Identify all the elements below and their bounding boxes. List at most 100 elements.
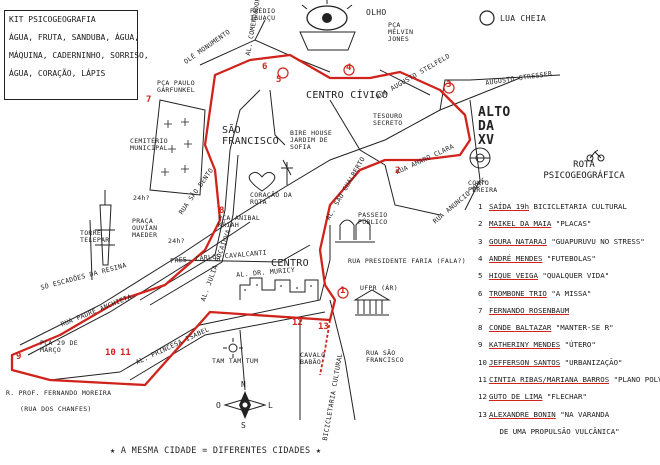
label-centro-civico: CENTRO CÍVICO (306, 90, 389, 101)
legend-item-number: 8 (478, 323, 483, 333)
route-number: 9 (16, 352, 22, 362)
kit-title: KIT PSICOGEOGRAFIA (9, 15, 96, 24)
route-number: 12 (292, 318, 303, 328)
legend-item-desc: "NA VARANDA (560, 409, 610, 419)
route-number: 4 (346, 63, 352, 73)
moon-icon (479, 10, 495, 26)
label-24h-a: 24h? (133, 194, 150, 202)
label-predio: PRÉDIO IGUAÇU (250, 7, 276, 22)
legend-item-desc: "ÚTERO" (564, 340, 596, 350)
legend-item-desc: "A MISSA" (551, 288, 592, 298)
skyline-icon (239, 277, 319, 300)
label-fernando: R. PROF. FERNANDO MOREIRA (6, 389, 112, 397)
kit-line: ÁGUA, FRUTA, SANDUBA, ÁGUA, (9, 33, 140, 42)
legend-item-number: 3 (478, 236, 483, 246)
label-lua: LUA CHEIA (500, 14, 547, 23)
label-melvin: PÇA MELVIN JONES (388, 21, 414, 43)
ufpr-icon (353, 289, 391, 316)
label-paulo: PÇA PAULO GARFUNKEL (157, 79, 195, 94)
legend-item-number: 12 (478, 392, 487, 402)
legend-item-desc: "URBANIZAÇÃO" (564, 357, 623, 367)
heart-icon (248, 171, 276, 192)
legend-item-number: 6 (478, 288, 483, 298)
route-spur (319, 319, 331, 376)
label-rua-sao-francisco: RUA SÃO FRANCISCO (366, 349, 404, 364)
legend-item-desc: "GUAPURUVU NO STRESS" (551, 236, 645, 246)
label-torre: TORRE TELEPAR (80, 229, 110, 244)
legend-item-desc: BICICLETARIA CULTURAL (533, 202, 627, 211)
label-praca-ouvian: PRAÇA OUVIAN MAEDER (132, 217, 158, 239)
route-number: 3 (446, 80, 452, 90)
label-bosque: BIRE HOUSE JARDIM DE SOFIA (290, 129, 333, 151)
legend-item-name: KATHERINY MENDES (489, 340, 561, 350)
label-ufpr: UFPR (ÁR) (360, 284, 398, 292)
legend-item-desc: "QUALQUER VIDA" (542, 271, 610, 281)
label-olho: OLHO (366, 8, 387, 17)
legend-item-desc: "FUTEBOLAS" (546, 253, 596, 263)
bicycle-icon (586, 149, 605, 162)
legend-item-name: GOURA NATARAJ (489, 236, 547, 246)
compass-l: L (268, 401, 274, 410)
route-number: 5 (276, 75, 282, 85)
legend-item-name: JEFFERSON SANTOS (489, 357, 561, 367)
legend-item: DE UMA PROPULSÃO VULCÂNICA" (484, 426, 620, 436)
legend-item-name: TROMBONE TRIO (489, 288, 547, 298)
cemetery-block (149, 99, 206, 196)
legend-item: 4 ANDRÉ MENDES "FUTEBOLAS" (478, 254, 596, 263)
label-passeio: PASSEIO PÚBLICO (358, 211, 388, 226)
legend-item-desc: "PLACAS" (555, 219, 592, 229)
legend-item-number: 13 (478, 409, 487, 419)
label-tesouro: TESOURO SECRETO (373, 112, 403, 127)
label-cemiterio: CEMITÉRIO MUNICIPAL (130, 137, 168, 152)
legend-item-name: ANDRÉ MENDES (489, 253, 543, 263)
legend-item-number: 2 (478, 219, 483, 229)
legend-item-desc: DE UMA PROPULSÃO VULCÂNICA" (499, 426, 620, 436)
legend-item-name: MAIKEL DA MAIA (489, 219, 552, 229)
route-number: 6 (262, 62, 268, 72)
route-number: 13 (318, 322, 329, 332)
legend-item: 2 MAIKEL DA MAIA "PLACAS" (478, 219, 591, 228)
legend-title: ROTA PSICOGEOGRÁFICA (543, 160, 625, 181)
route-stop-markers (277, 64, 455, 299)
legend-item-name: HIQUE VEIGA (489, 271, 538, 281)
kit-line: ÁGUA, CORAÇÃO, LÁPIS (9, 69, 106, 78)
legend-item-desc: "MANTER-SE R" (555, 323, 614, 333)
route-number: 10 (105, 348, 116, 358)
label-coracao: CORAÇÃO DA ROTA (250, 191, 293, 206)
legend-item-desc: "PLANO POLVO" (613, 375, 660, 384)
legend-item-number: 7 (478, 305, 483, 315)
tree-icon (281, 159, 293, 185)
compass-o: O (216, 401, 222, 410)
legend-item-number: 11 (478, 375, 487, 384)
legend-item-name: CINTIA RIBAS/MARIANA BARROS (489, 375, 610, 384)
label-tam-tam: TAM TAM TUM (212, 357, 259, 365)
legend-item-number: 4 (478, 253, 483, 263)
compass-n: N (241, 380, 247, 389)
kit-line: MÁQUINA, CADERNINHO, SORRISO, (9, 51, 149, 60)
compass-icon (223, 391, 267, 419)
legend-item-number: 9 (478, 340, 483, 350)
footer-motto: ★ A MESMA CIDADE = DIFERENTES CIDADES ★ (110, 446, 322, 456)
label-pca-anibal: PÇA ANIBAL KRIAH (218, 214, 261, 229)
legend-item: 6 TROMBONE TRIO "A MISSA" (478, 289, 591, 298)
label-cavalo: CAVALO BABÃO (300, 351, 326, 366)
legend-item-name: ALEXANDRE BONIN (489, 409, 556, 419)
label-centro: CENTRO (271, 258, 309, 269)
legend-item-desc: "FLECHAR" (546, 392, 587, 402)
eye-icon (299, 0, 356, 51)
label-24h-b: 24h? (168, 237, 185, 245)
kit-box: KIT PSICOGEOGRAFIA ÁGUA, FRUTA, SANDUBA,… (4, 10, 149, 100)
label-pca29: PÇA 29 DE MARÇO (40, 339, 78, 354)
tower-icon (95, 190, 115, 266)
label-sao-francisco: SÃO FRANCISCO (222, 125, 279, 147)
route-number: 7 (146, 95, 152, 105)
legend-item-name: SAÍDA 19h (489, 202, 530, 211)
label-alto-xv: ALTO DA XV (478, 105, 511, 148)
